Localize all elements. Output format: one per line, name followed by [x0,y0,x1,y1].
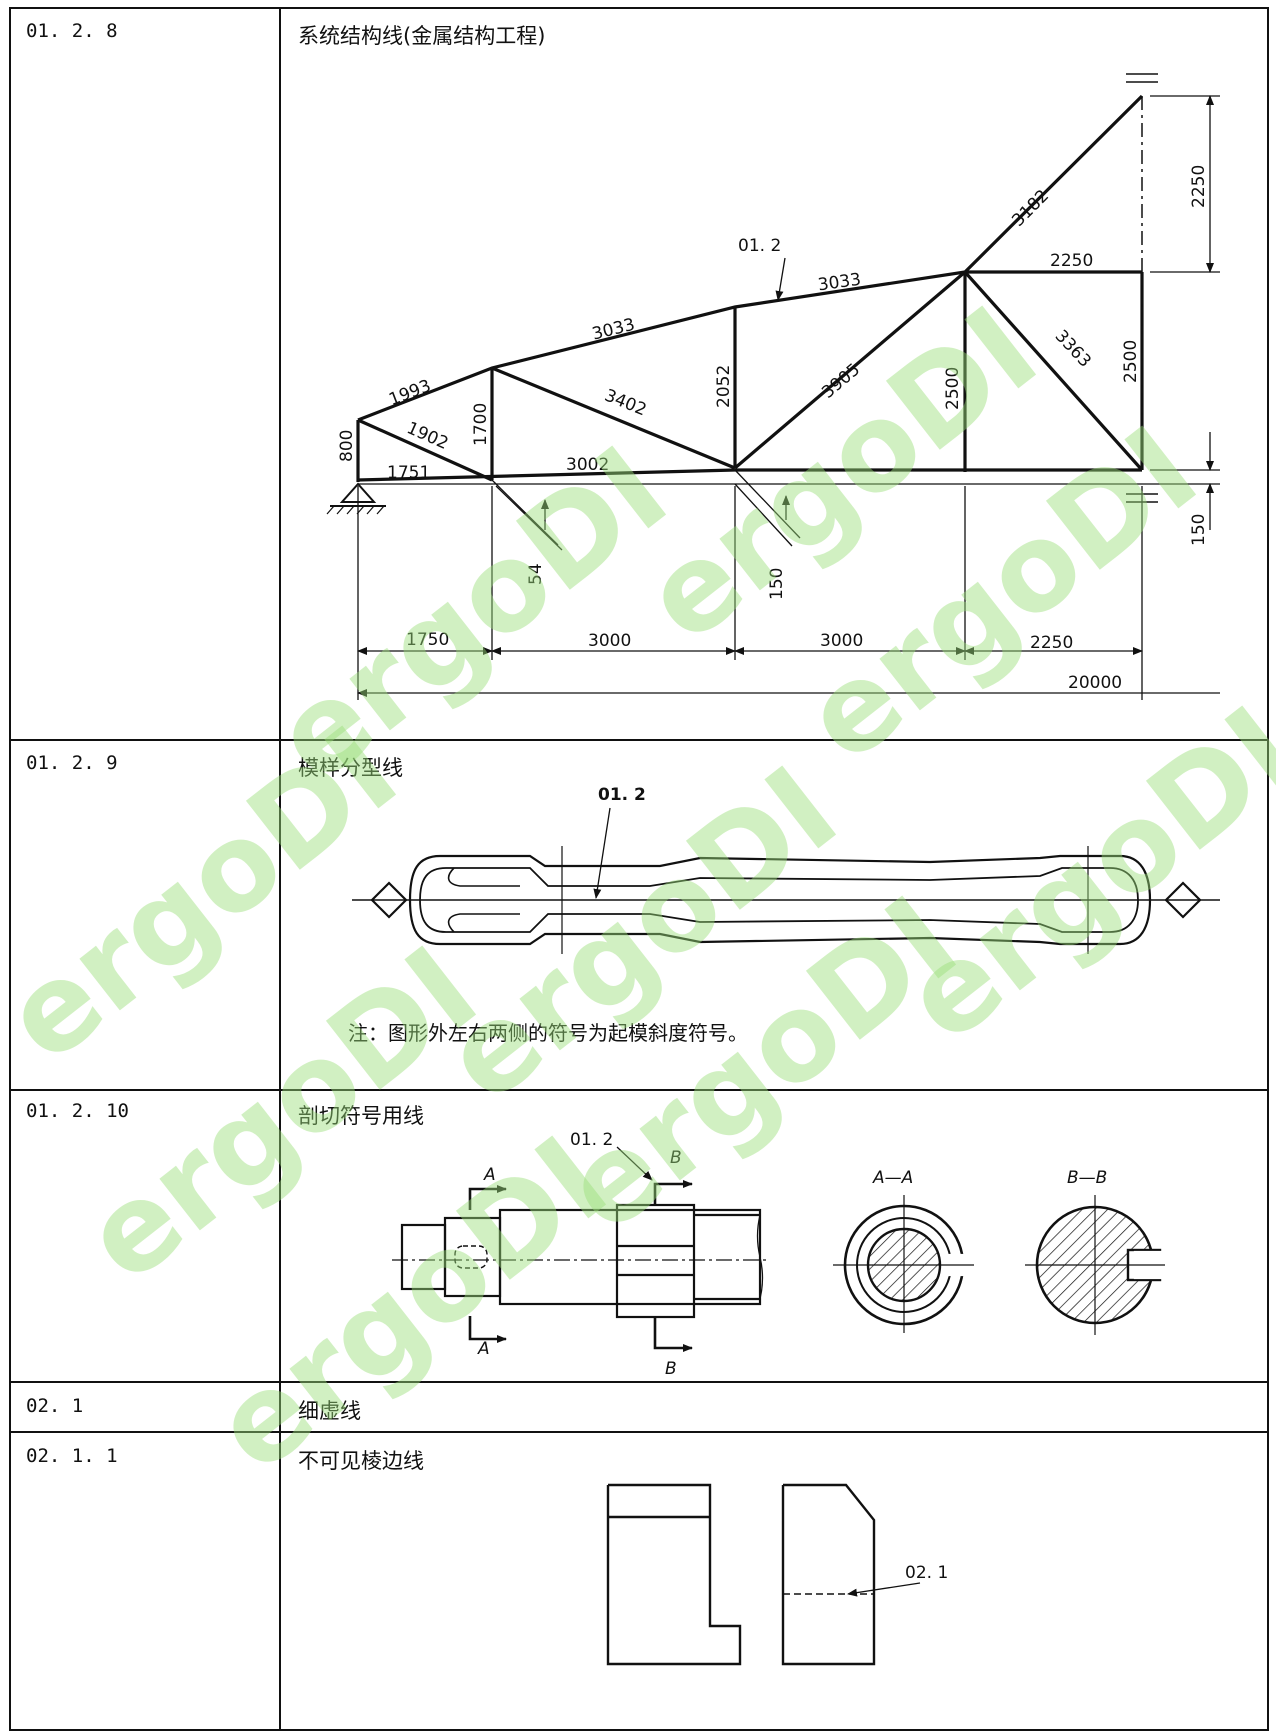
cut-label-b-top: B [670,1148,682,1168]
truss-drawing [326,73,1220,700]
view-label-a-a: A—A [872,1168,913,1188]
row-title-pattern-parting-line: 模样分型线 [298,756,403,780]
member-label-1751: 1751 [387,463,430,483]
cut-label-a-top: A [483,1165,496,1185]
dim-label-2250-right: 2250 [1189,165,1209,208]
member-label-3905: 3905 [818,360,864,403]
row-code-01-2-8: 01. 2. 8 [26,20,118,42]
span-label-1: 1750 [406,630,449,650]
member-label-3033b: 3033 [817,270,863,296]
member-label-1993: 1993 [386,376,434,410]
pattern-drawing [352,807,1220,954]
draft-symbol-note: 注：图形外左右两侧的符号为起模斜度符号。 [348,1021,748,1045]
cut-label-a-bottom: A [477,1339,490,1359]
section-shaft-drawing [392,1146,1165,1352]
dim-label-150-mid: 150 [767,568,787,600]
dim-label-54: 54 [526,563,546,585]
member-label-1700: 1700 [471,403,491,446]
row-code-01-2-9: 01. 2. 9 [26,752,118,774]
row-title-thin-dashed-line: 细虚线 [298,1399,361,1423]
span-label-2: 3000 [588,631,631,651]
member-label-2500a: 2500 [943,367,963,410]
span-label-3: 3000 [820,631,863,651]
member-label-2052: 2052 [714,365,734,408]
row-title-system-structure-line: 系统结构线(金属结构工程) [298,24,546,48]
truss-ref-label: 01. 2 [738,236,781,256]
member-label-3002: 3002 [566,455,609,475]
span-label-4: 2250 [1030,633,1073,653]
cut-label-b-bottom: B [665,1359,677,1379]
row-title-section-symbol-line: 剖切符号用线 [298,1104,424,1128]
hidden-ref-label: 02. 1 [905,1563,948,1583]
member-label-3363: 3363 [1051,326,1095,371]
member-label-2250-top: 2250 [1050,251,1093,271]
member-label-1902: 1902 [404,418,452,454]
dim-label-150-right: 150 [1189,514,1209,546]
member-label-800: 800 [337,430,357,462]
row-title-hidden-edge-line: 不可见棱边线 [298,1449,424,1473]
pattern-ref-label: 01. 2 [598,785,646,805]
row-code-01-2-10: 01. 2. 10 [26,1100,129,1122]
member-label-2500b: 2500 [1121,340,1141,383]
row-code-02-1-1: 02. 1. 1 [26,1445,118,1467]
total-span-label: 20000 [1068,673,1122,693]
section-ref-label: 01. 2 [570,1130,613,1150]
member-label-3033a: 3033 [590,315,637,345]
view-label-b-b: B—B [1067,1168,1107,1188]
hidden-edge-drawing [606,1483,921,1666]
row-code-02-1: 02. 1 [26,1395,84,1417]
